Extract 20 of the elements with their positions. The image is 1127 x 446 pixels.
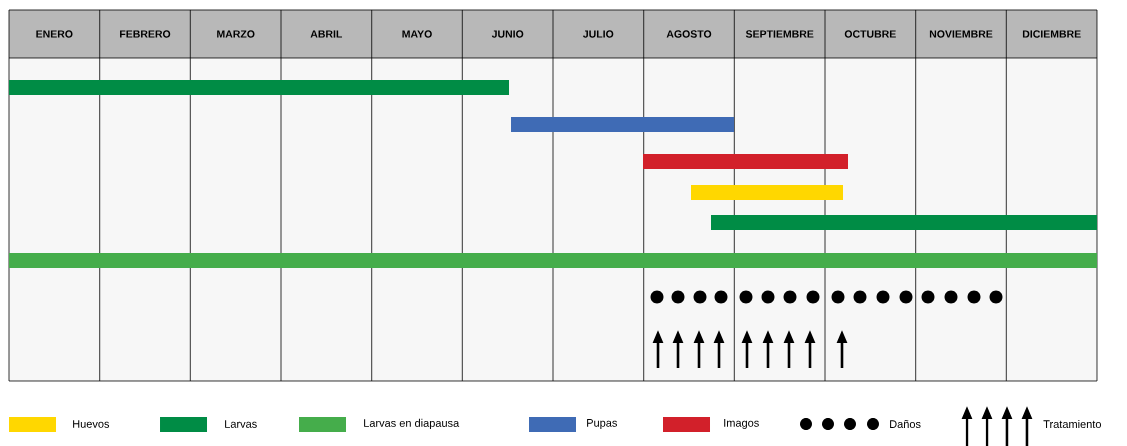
legend-label: Imagos (724, 419, 759, 429)
legend-label: Tratamiento (1043, 419, 1101, 429)
month-label: ENERO (36, 30, 73, 38)
month-label: DICIEMBRE (1022, 30, 1081, 38)
month-label: SEPTIEMBRE (745, 30, 814, 38)
timeline-bar (9, 80, 509, 95)
month-label: JUNIO (491, 30, 524, 38)
month-label: MAYO (402, 30, 432, 38)
legend-label: Daños (890, 420, 921, 428)
month-label: JULIO (583, 30, 614, 38)
month-label: AGOSTO (666, 30, 712, 38)
month-label: OCTUBRE (844, 30, 896, 38)
legend-label: Huevos (73, 420, 110, 428)
month-label: MARZO (217, 30, 255, 38)
month-label: FEBRERO (120, 30, 171, 38)
legend-label: Larvas (225, 420, 257, 428)
month-label: ABRIL (310, 30, 342, 38)
month-label: NOVIEMBRE (929, 30, 993, 38)
legend-label: Larvas en diapausa (364, 418, 460, 430)
legend-label: Pupas (587, 419, 617, 429)
